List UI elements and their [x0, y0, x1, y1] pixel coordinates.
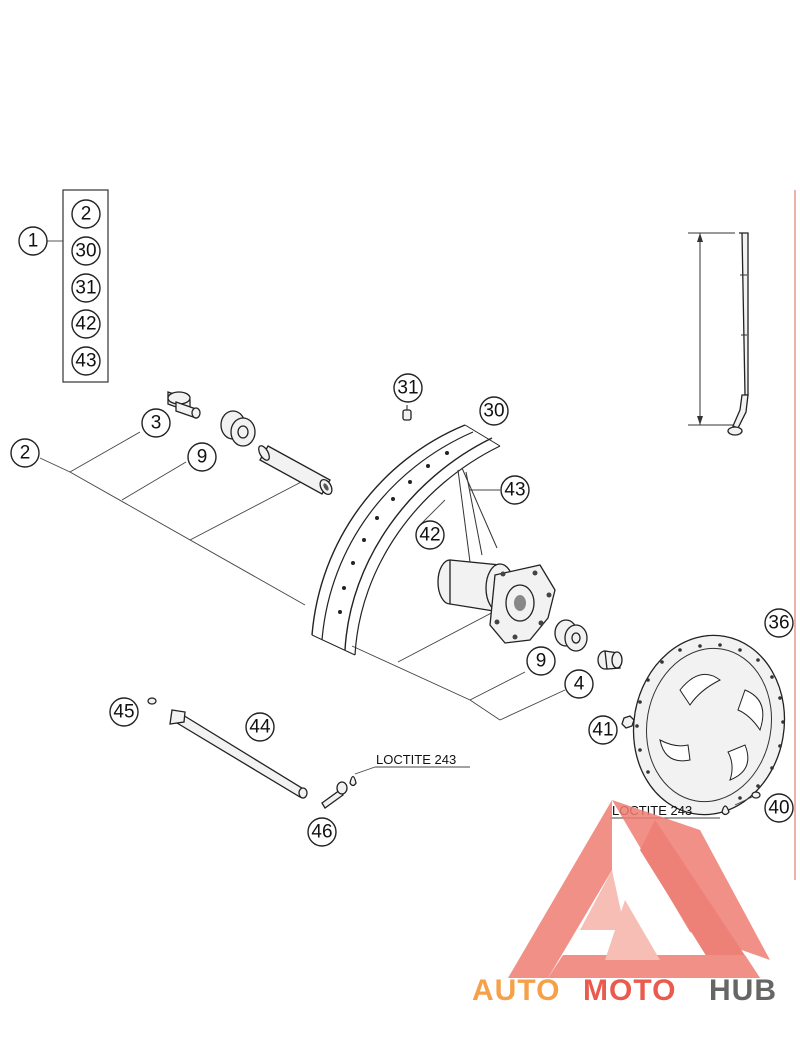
callout-31[interactable]: 31: [393, 373, 423, 403]
kit-item-30[interactable]: 30: [71, 236, 101, 266]
kit-item-31[interactable]: 31: [71, 273, 101, 303]
kit-item-42[interactable]: 42: [71, 309, 101, 339]
callout-42[interactable]: 42: [415, 520, 445, 550]
svg-text:36: 36: [768, 613, 789, 634]
svg-text:44: 44: [249, 717, 271, 738]
callout-44[interactable]: 44: [245, 712, 275, 742]
loctite-label-left: LOCTITE 243: [376, 752, 456, 767]
nipple-part-31: [402, 405, 412, 421]
callout-46[interactable]: 46: [307, 817, 337, 847]
spoke-part-43: [457, 467, 498, 563]
watermark-text: AUTO MOTO HUB: [472, 974, 777, 1007]
kit-group: 1 2 30 31 42 43: [18, 189, 109, 383]
callout-36[interactable]: 36: [764, 608, 794, 638]
svg-text:45: 45: [113, 702, 134, 723]
svg-text:46: 46: [311, 822, 332, 843]
spacer-part-4: [597, 650, 623, 670]
svg-text:9: 9: [536, 651, 547, 672]
svg-text:43: 43: [504, 480, 525, 501]
svg-text:30: 30: [483, 401, 504, 422]
loctite-left: LOCTITE 243: [349, 752, 470, 787]
svg-text:41: 41: [592, 720, 613, 741]
spacer-part-3: [167, 391, 201, 419]
watermark-part1: AUTO: [472, 974, 560, 1007]
callout-43[interactable]: 43: [500, 475, 530, 505]
callout-9-upper[interactable]: 9: [187, 442, 217, 472]
hub-part: [437, 559, 556, 644]
part-45: [147, 697, 157, 705]
callout-1[interactable]: 1: [18, 226, 48, 256]
spacer-tube-part: [258, 445, 333, 496]
callout-3[interactable]: 3: [141, 408, 171, 438]
svg-text:31: 31: [397, 378, 418, 399]
axle-part-44: [169, 709, 308, 799]
leader-lines: [39, 431, 566, 721]
svg-text:40: 40: [768, 798, 789, 819]
brake-disc-part-36: [632, 634, 786, 816]
nut-part-41: [621, 715, 635, 729]
watermark-logo: [508, 800, 770, 978]
svg-text:2: 2: [20, 443, 31, 464]
bearing-part-9-lower: [554, 619, 588, 652]
callout-30[interactable]: 30: [479, 396, 509, 426]
watermark-part2: MOTO: [583, 974, 676, 1007]
callout-4[interactable]: 4: [564, 669, 594, 699]
callout-45[interactable]: 45: [109, 697, 139, 727]
svg-text:42: 42: [419, 525, 440, 546]
callout-9-lower[interactable]: 9: [526, 646, 556, 676]
kit-item-43[interactable]: 43: [71, 346, 101, 376]
bolt-part-46: [321, 781, 348, 809]
kit-box: [62, 189, 109, 383]
rim-part-30: [311, 424, 501, 656]
svg-text:43: 43: [75, 351, 96, 372]
callout-41[interactable]: 41: [588, 715, 618, 745]
svg-text:3: 3: [151, 413, 162, 434]
svg-text:4: 4: [574, 674, 585, 695]
spoke-detail: [688, 232, 749, 436]
svg-text:9: 9: [197, 447, 208, 468]
svg-text:2: 2: [81, 204, 92, 225]
svg-text:31: 31: [75, 278, 96, 299]
svg-text:1: 1: [28, 231, 39, 252]
callout-2[interactable]: 2: [10, 438, 40, 468]
kit-item-2[interactable]: 2: [71, 199, 101, 229]
svg-text:42: 42: [75, 314, 96, 335]
callout-40[interactable]: 40: [764, 793, 794, 823]
svg-text:30: 30: [75, 241, 96, 262]
bearing-part-9-upper: [220, 410, 256, 447]
watermark-part3: HUB: [709, 974, 777, 1007]
